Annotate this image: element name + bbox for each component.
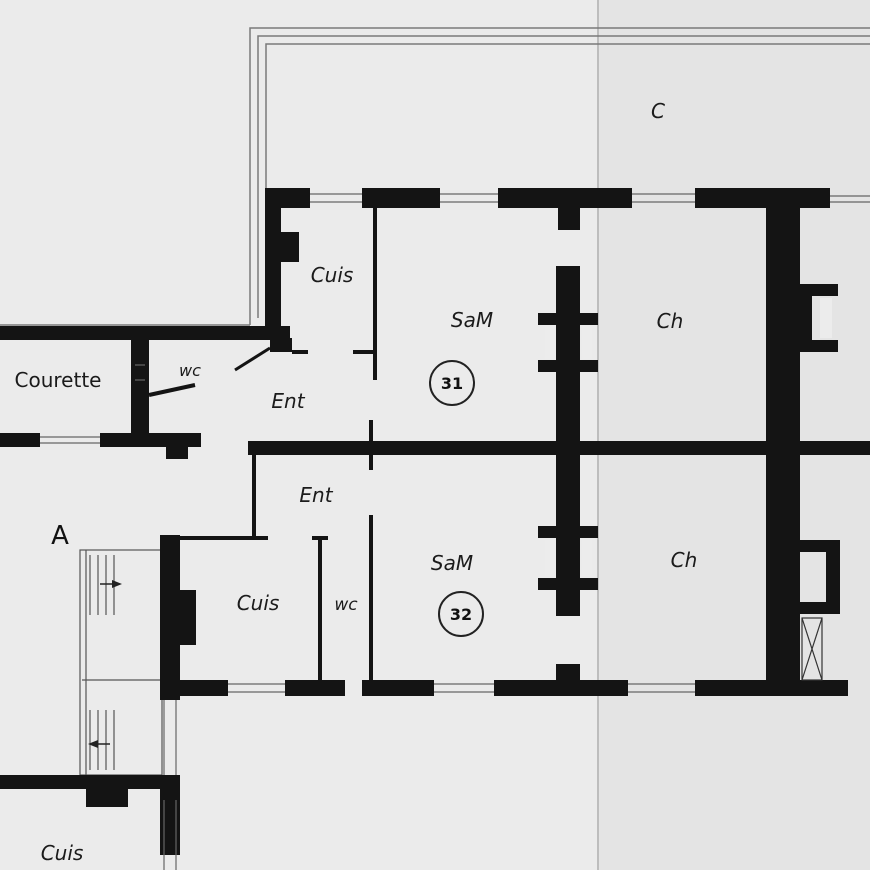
- room-label-courette: Courette: [15, 368, 102, 392]
- apartment-31-number: 31: [441, 374, 463, 393]
- room-label-wc-upper: wc: [179, 361, 201, 380]
- block-label: A: [51, 521, 69, 551]
- room-label-ent-lower: Ent: [299, 483, 333, 507]
- apartment-32-number: 32: [450, 605, 472, 624]
- room-label-wc-lower: wc: [334, 595, 358, 615]
- partitions: [148, 208, 377, 680]
- room-label-ch-upper: Ch: [657, 309, 684, 333]
- apartment-32-marker: 32: [438, 591, 484, 637]
- room-label-sam-lower: SaM: [431, 551, 473, 575]
- stair-arrows: [88, 580, 122, 748]
- door-swings: [234, 346, 271, 372]
- apartment-31-marker: 31: [429, 360, 475, 406]
- room-label-cuis-lower: Cuis: [237, 591, 280, 615]
- room-label-ent-upper: Ent: [271, 389, 305, 413]
- walls: [0, 188, 870, 855]
- windows: [40, 193, 695, 870]
- fireplace-openings: [545, 298, 832, 576]
- paper-right-page: [598, 0, 870, 870]
- crossed-duct: [801, 617, 823, 681]
- room-label-cuis-bottom: Cuis: [41, 841, 84, 865]
- room-label-sam-upper: SaM: [451, 308, 493, 332]
- room-label-ch-lower: Ch: [671, 548, 698, 572]
- courtyard-label: C: [651, 99, 665, 123]
- room-label-cuis-upper: Cuis: [311, 263, 354, 287]
